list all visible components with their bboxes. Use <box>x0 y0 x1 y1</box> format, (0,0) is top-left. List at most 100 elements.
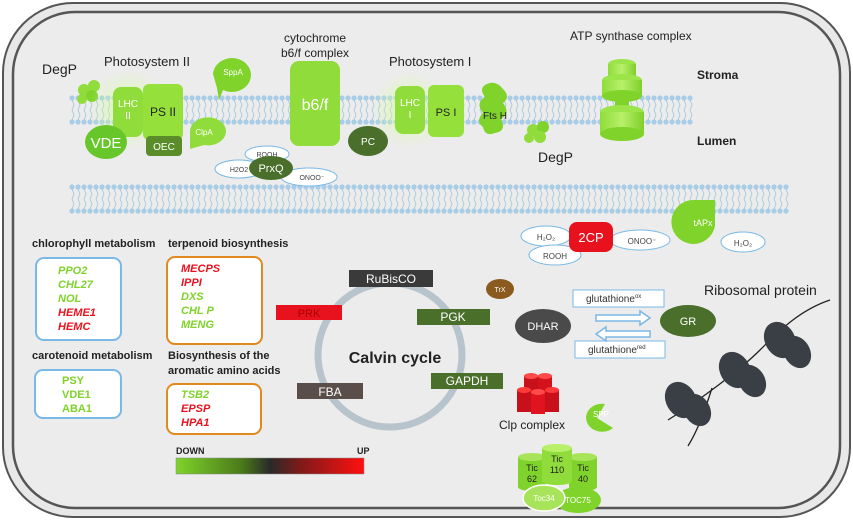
glutathione-red-sup: red <box>637 345 646 351</box>
tic110-label-2: 110 <box>550 465 564 475</box>
lhc1 <box>395 86 425 134</box>
ps1-label: PS I <box>436 107 457 119</box>
gapdh-bar <box>431 373 503 389</box>
clp-complex-icon <box>517 373 559 414</box>
twocp-h2o2: H₂O₂ <box>537 233 555 242</box>
twocp <box>569 222 613 252</box>
pc-label: PC <box>361 137 375 148</box>
terp-gene: CHL P <box>181 305 214 317</box>
glutathione-ox-label: glutathioneox <box>586 294 641 305</box>
chl-title: chlorophyll metabolism <box>32 238 156 250</box>
tapx <box>671 199 715 244</box>
ribosome-1 <box>664 381 712 427</box>
lhc1-label-1: LHC <box>400 98 420 109</box>
glutathione-ox-sup: ox <box>635 294 641 300</box>
ribosome-3 <box>763 321 812 369</box>
prxq-h2o2: H2O2 <box>230 167 248 174</box>
chl-gene: CHL27 <box>58 279 93 291</box>
trx <box>486 279 514 299</box>
lhc2 <box>113 87 143 137</box>
arom-gene: EPSP <box>181 403 211 415</box>
rubisco-bar <box>349 270 433 287</box>
sppa-label: SppA <box>223 68 243 77</box>
prk-label: PRK <box>298 308 321 320</box>
lhc2-label-2: II <box>125 111 131 122</box>
tapx-h2o2: H₂O₂ <box>734 239 752 248</box>
car-box <box>34 369 122 419</box>
trx-label: TrX <box>494 287 505 294</box>
arrow-right-icon <box>595 309 652 327</box>
prxq-rooh: ROOH <box>257 152 278 159</box>
glutathione-ox-box <box>572 289 665 308</box>
chl-gene: HEMC <box>58 321 91 333</box>
degp-bottom-label: DegP <box>538 149 573 165</box>
terp-gene: IPPI <box>181 277 202 289</box>
tapx-label: tAPx <box>693 218 713 228</box>
photosystem2-label: Photosystem II <box>104 54 190 69</box>
gr <box>660 305 716 337</box>
clpa <box>189 117 226 149</box>
oec <box>146 136 182 156</box>
arom-gene: HPA1 <box>181 417 210 429</box>
terp-box <box>166 256 263 345</box>
sppa <box>213 58 251 100</box>
chl-gene: PPO2 <box>58 265 88 277</box>
pgk-bar <box>417 309 490 325</box>
glutathione-ox-text: glutathione <box>586 294 635 305</box>
lhc1-label-2: I <box>409 110 412 121</box>
rubisco-label: RuBisCO <box>366 272 416 286</box>
arom-gene: TSB2 <box>181 389 210 401</box>
tic110-label-1: Tic <box>551 454 563 464</box>
glutathione-red-box <box>574 340 666 359</box>
spp-label: SPP <box>593 410 609 419</box>
ftsh <box>479 82 507 135</box>
tic40-label-2: 40 <box>578 474 588 484</box>
arom-title-1: Biosynthesis of the <box>168 350 270 362</box>
ribosome-2 <box>718 351 767 398</box>
car-gene: PSY <box>62 375 85 387</box>
vde-label: VDE <box>91 135 122 152</box>
tic110 <box>542 444 572 485</box>
clpa-label: ClpA <box>195 128 213 137</box>
ps1 <box>428 85 464 137</box>
photosystem1-label: Photosystem I <box>389 54 471 69</box>
lumen-label: Lumen <box>697 134 736 148</box>
thylakoid-membrane-bottom <box>69 184 789 214</box>
stroma-label: Stroma <box>697 68 739 82</box>
pgk-label: PGK <box>440 310 465 324</box>
legend-up: UP <box>357 446 370 456</box>
prxq-onoo: ONOO⁻ <box>299 175 324 182</box>
degp-bottom <box>524 121 549 143</box>
twocp-onoo: ONOO⁻ <box>628 237 657 246</box>
glutathione-red-label: glutathionered <box>588 345 646 356</box>
glutathione-red-text: glutathione <box>588 345 637 356</box>
prk-bar <box>276 305 342 320</box>
tic62 <box>518 453 546 491</box>
dhar <box>515 309 571 343</box>
toc34-label: Toc34 <box>533 494 555 503</box>
cytochrome-label-2: b6/f complex <box>281 46 349 60</box>
spp-icon <box>586 403 613 432</box>
car-title: carotenoid metabolism <box>32 350 153 362</box>
car-gene: ABA1 <box>62 403 92 415</box>
terp-gene: DXS <box>181 291 204 303</box>
terp-gene: MENG <box>181 319 214 331</box>
calvin-cycle-title: Calvin cycle <box>349 350 442 367</box>
arrow-left-icon <box>594 325 651 343</box>
legend-down: DOWN <box>176 446 205 456</box>
arom-box <box>166 383 262 435</box>
oec-label: OEC <box>153 142 175 153</box>
twocp-rooh: ROOH <box>543 252 567 261</box>
tic62-label-1: Tic <box>526 463 538 473</box>
legend-gradient-bar <box>175 457 365 475</box>
prxq-label: PrxQ <box>258 163 284 175</box>
vde <box>85 125 127 159</box>
ribosomal-protein-title: Ribosomal protein <box>704 282 817 298</box>
fba-bar <box>297 383 363 399</box>
atp-synthase-label: ATP synthase complex <box>570 29 692 43</box>
fba-label: FBA <box>318 385 341 399</box>
chl-box <box>35 257 122 341</box>
